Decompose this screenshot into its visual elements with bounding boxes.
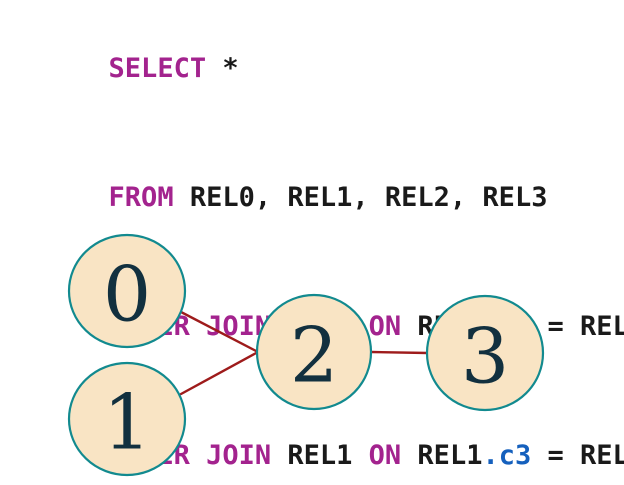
graph-edge-0-2: [179, 310, 260, 354]
graph-node-3[interactable]: 3: [425, 294, 545, 412]
join-graph: 0 1 2 3: [0, 222, 624, 485]
sql-join-relation: REL1: [271, 440, 369, 471]
sql-keyword-on: ON: [368, 440, 402, 471]
node-shape[interactable]: [67, 361, 187, 477]
sql-relation-list: REL0, REL1, REL2, REL3: [173, 182, 548, 213]
sql-space: [206, 53, 222, 84]
graph-edge-1-2: [179, 350, 260, 396]
graph-edge-2-3: [369, 350, 430, 355]
sql-keyword-on: ON: [368, 311, 402, 342]
sql-line-1: SELECT *: [11, 4, 624, 133]
graph-node-1[interactable]: 1: [67, 361, 187, 477]
node-shape[interactable]: [255, 293, 373, 411]
node-label: 0: [103, 250, 151, 339]
sql-right-relation: REL2: [580, 311, 624, 342]
sql-star: *: [222, 53, 239, 84]
sql-right-relation: REL2: [580, 440, 624, 471]
node-label: 3: [461, 312, 509, 401]
sql-keyword-from: FROM: [108, 182, 174, 213]
sql-keyword-select: SELECT: [108, 53, 207, 84]
graph-node-0[interactable]: 0: [67, 233, 187, 349]
graph-edges: [179, 310, 430, 396]
node-label: 2: [290, 311, 338, 400]
sql-left-column: .c3: [482, 440, 532, 471]
sql-line-2: FROM REL0, REL1, REL2, REL3: [11, 133, 624, 262]
sql-equals: =: [531, 440, 581, 471]
sql-code-block: SELECT * FROM REL0, REL1, REL2, REL3 INN…: [11, 4, 624, 485]
node-label: 1: [103, 378, 151, 467]
node-shape[interactable]: [425, 294, 545, 412]
node-shape[interactable]: [67, 233, 187, 349]
graph-node-2[interactable]: 2: [255, 293, 373, 411]
sql-equals: =: [531, 311, 581, 342]
sql-line-4: INNER JOIN REL1 ON REL1.c3 = REL2.c4: [11, 391, 624, 485]
sql-left-relation: REL1: [401, 440, 483, 471]
